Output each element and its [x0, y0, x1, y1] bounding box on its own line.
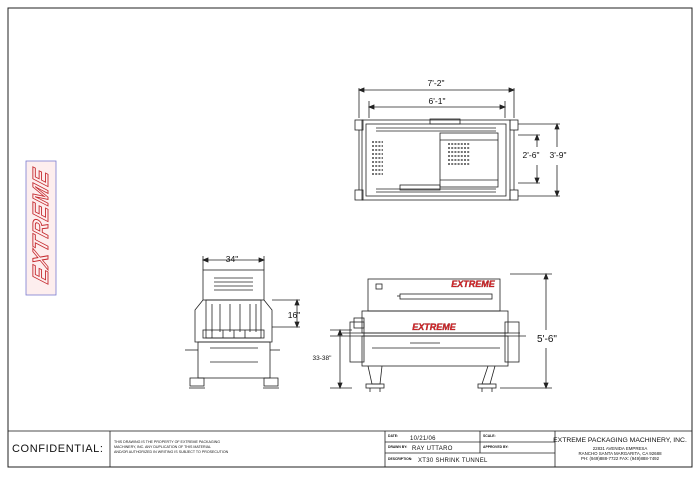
company-address-line-1: 22831 AVENIDA EMPRESA: [593, 446, 648, 451]
side-logo-lower: EXTREME: [412, 322, 457, 332]
vertical-brand-logo: EXTREME: [25, 160, 57, 296]
vertical-logo-text: EXTREME: [29, 165, 53, 286]
company-name: EXTREME PACKAGING MACHINERY, INC.: [553, 437, 687, 444]
dim-top-inner-width: 2'-6": [523, 150, 540, 160]
side-view: [330, 272, 552, 392]
confidential-notice-line-3: AND/OR AUTHORIZED IN WRITING IS SUBJECT …: [114, 450, 229, 454]
top-view: [354, 87, 560, 201]
dim-top-inner-length: 6'-1": [429, 96, 446, 106]
confidential-notice-line-1: THIS DRAWING IS THE PROPERTY OF EXTREME …: [114, 440, 220, 444]
dim-end-tunnel-height: 16": [288, 310, 300, 320]
dim-side-overall-height: 5'-6": [537, 334, 557, 345]
dim-end-width: 34": [226, 254, 238, 264]
confidential-notice-line-2: MACHINERY, INC. ANY DUPLICATION OF THIS …: [114, 445, 211, 449]
end-view: [185, 256, 300, 389]
company-address-line-2: RANCHO SANTA MARGARITA, CA 92688: [578, 451, 662, 456]
description-label: DESCRIPTION:: [388, 457, 412, 461]
drawn-by-label: DRAWN BY:: [388, 445, 407, 449]
approved-by-label: APPROVED BY:: [483, 445, 509, 449]
title-block: [7, 430, 693, 468]
date-label: DATE:: [388, 434, 398, 438]
dim-top-overall-length: 7'-2": [428, 78, 445, 88]
confidential-label: CONFIDENTIAL:: [12, 443, 104, 455]
company-address-line-3: PH: (949)888-7722 FAX: (949)888-7492: [581, 456, 660, 461]
scale-label: SCALE:: [483, 434, 496, 438]
dim-top-overall-width: 3'-9": [550, 150, 567, 160]
description-value: XT30 SHRINK TUNNEL: [418, 458, 488, 464]
drawn-by-value: RAY UTTARO: [412, 446, 453, 452]
side-logo-upper: EXTREME: [451, 279, 496, 289]
date-value: 10/21/06: [410, 436, 436, 442]
dim-side-conveyor-height: 33-38": [313, 355, 333, 362]
